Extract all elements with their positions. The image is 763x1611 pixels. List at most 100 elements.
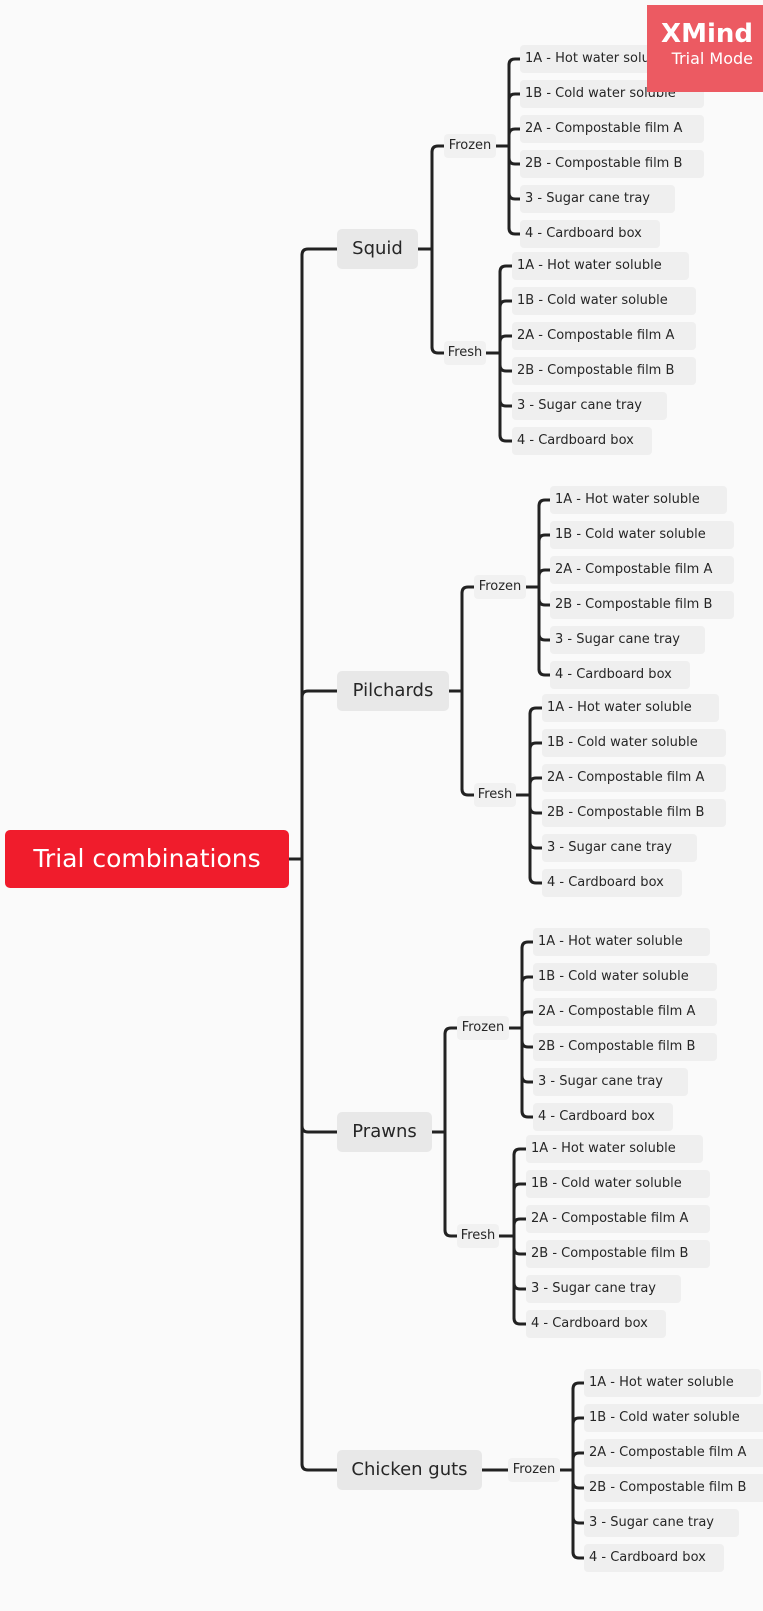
- connector-line: [498, 334, 514, 344]
- packaging-option[interactable]: 3 - Sugar cane tray: [533, 1068, 688, 1096]
- connector-line: [443, 1228, 459, 1238]
- packaging-option[interactable]: 3 - Sugar cane tray: [550, 626, 705, 654]
- packaging-option[interactable]: 4 - Cardboard box: [533, 1103, 673, 1131]
- connector-line: [537, 632, 552, 642]
- packaging-option-label: 2B - Compostable film B: [589, 1480, 747, 1495]
- packaging-option[interactable]: 4 - Cardboard box: [526, 1310, 666, 1338]
- connector-line: [300, 247, 339, 257]
- packaging-option[interactable]: 3 - Sugar cane tray: [526, 1275, 681, 1303]
- packaging-option[interactable]: 2A - Compostable film A: [512, 322, 696, 350]
- packaging-option[interactable]: 1A - Hot water soluble: [550, 486, 727, 514]
- packaging-option[interactable]: 1B - Cold water soluble: [533, 963, 717, 991]
- packaging-option[interactable]: 4 - Cardboard box: [542, 869, 682, 897]
- packaging-option-label: 2B - Compostable film B: [538, 1039, 696, 1054]
- packaging-option-label: 1A - Hot water soluble: [555, 492, 700, 507]
- packaging-option-label: 2A - Compostable film A: [531, 1211, 689, 1226]
- branch-topic[interactable]: Pilchards: [337, 671, 449, 711]
- packaging-option[interactable]: 3 - Sugar cane tray: [512, 392, 667, 420]
- root-topic[interactable]: Trial combinations: [5, 830, 289, 888]
- packaging-option[interactable]: 3 - Sugar cane tray: [520, 185, 675, 213]
- packaging-option[interactable]: 1A - Hot water soluble: [533, 928, 710, 956]
- connector-line: [507, 127, 522, 137]
- packaging-option[interactable]: 2A - Compostable film A: [584, 1439, 763, 1467]
- packaging-option[interactable]: 2A - Compostable film A: [520, 115, 704, 143]
- packaging-option[interactable]: 2A - Compostable film A: [542, 764, 726, 792]
- packaging-option[interactable]: 1A - Hot water soluble: [526, 1135, 703, 1163]
- packaging-option[interactable]: 2B - Compostable film B: [550, 591, 734, 619]
- subtopic-fresh-label: Fresh: [477, 787, 513, 802]
- connector-line: [528, 706, 544, 716]
- subtopic-fresh[interactable]: Fresh: [457, 1224, 499, 1248]
- packaging-option[interactable]: 4 - Cardboard box: [520, 220, 660, 248]
- branch-topic[interactable]: Squid: [337, 229, 418, 269]
- packaging-option-label: 1A - Hot water soluble: [538, 934, 683, 949]
- packaging-option[interactable]: 1B - Cold water soluble: [542, 729, 726, 757]
- connector-line: [498, 433, 514, 443]
- branch-topic[interactable]: Chicken guts: [337, 1450, 482, 1490]
- packaging-option[interactable]: 3 - Sugar cane tray: [542, 834, 697, 862]
- connector-line: [520, 1109, 535, 1119]
- subtopic-frozen[interactable]: Frozen: [508, 1458, 560, 1482]
- connector-line: [498, 398, 514, 408]
- packaging-option[interactable]: 2B - Compostable film B: [520, 150, 704, 178]
- connector-line: [528, 875, 544, 885]
- packaging-option-label: 1A - Hot water soluble: [589, 1375, 734, 1390]
- subtopic-fresh-label: Fresh: [460, 1228, 496, 1243]
- connector-line: [507, 92, 522, 102]
- subtopic-fresh[interactable]: Fresh: [444, 341, 486, 365]
- packaging-option[interactable]: 2B - Compostable film B: [542, 799, 726, 827]
- packaging-option-label: 2A - Compostable film A: [555, 562, 713, 577]
- packaging-option[interactable]: 1A - Hot water soluble: [512, 252, 689, 280]
- connector-line: [300, 1462, 339, 1472]
- packaging-option[interactable]: 4 - Cardboard box: [584, 1544, 724, 1572]
- subtopic-frozen[interactable]: Frozen: [457, 1016, 509, 1040]
- packaging-option[interactable]: 1A - Hot water soluble: [542, 694, 719, 722]
- subtopic-frozen-label: Frozen: [461, 1020, 505, 1035]
- connector-line: [300, 689, 339, 699]
- connector-line: [430, 345, 446, 355]
- connector-line: [512, 1281, 528, 1291]
- connector-line: [520, 1010, 535, 1020]
- subtopic-frozen[interactable]: Frozen: [444, 134, 496, 158]
- connector-line: [443, 1026, 459, 1036]
- packaging-option[interactable]: 2A - Compostable film A: [550, 556, 734, 584]
- packaging-option[interactable]: 2A - Compostable film A: [533, 998, 717, 1026]
- packaging-option-label: 3 - Sugar cane tray: [538, 1074, 663, 1089]
- connector-line: [571, 1550, 586, 1560]
- connector-line: [512, 1147, 528, 1157]
- packaging-option-label: 2A - Compostable film A: [525, 121, 683, 136]
- subtopic-frozen[interactable]: Frozen: [474, 575, 526, 599]
- subtopic-fresh[interactable]: Fresh: [474, 783, 516, 807]
- connector-line: [507, 57, 522, 67]
- packaging-option[interactable]: 1B - Cold water soluble: [526, 1170, 710, 1198]
- packaging-option-label: 3 - Sugar cane tray: [589, 1515, 714, 1530]
- connector-line: [537, 597, 552, 607]
- packaging-option[interactable]: 2B - Compostable film B: [533, 1033, 717, 1061]
- packaging-option[interactable]: 1B - Cold water soluble: [584, 1404, 763, 1432]
- packaging-option[interactable]: 4 - Cardboard box: [512, 427, 652, 455]
- packaging-option[interactable]: 1A - Hot water soluble: [584, 1369, 761, 1397]
- packaging-option[interactable]: 4 - Cardboard box: [550, 661, 690, 689]
- connector-line: [507, 191, 522, 201]
- connector-line: [537, 667, 552, 677]
- packaging-option[interactable]: 3 - Sugar cane tray: [584, 1509, 739, 1537]
- packaging-option-label: 2A - Compostable film A: [517, 328, 675, 343]
- branch-topic[interactable]: Prawns: [337, 1112, 432, 1152]
- packaging-option-label: 4 - Cardboard box: [531, 1316, 648, 1331]
- packaging-option-label: 1A - Hot water soluble: [517, 258, 662, 273]
- packaging-option-label: 3 - Sugar cane tray: [547, 840, 672, 855]
- packaging-option[interactable]: 2B - Compostable film B: [512, 357, 696, 385]
- packaging-option[interactable]: 2B - Compostable film B: [526, 1240, 710, 1268]
- subtopic-frozen-label: Frozen: [478, 579, 522, 594]
- packaging-option[interactable]: 1B - Cold water soluble: [512, 287, 696, 315]
- packaging-option-label: 1B - Cold water soluble: [538, 969, 689, 984]
- connector-line: [571, 1451, 586, 1461]
- packaging-option-label: 4 - Cardboard box: [589, 1550, 706, 1565]
- connector-line: [571, 1381, 586, 1391]
- packaging-option[interactable]: 2B - Compostable film B: [584, 1474, 763, 1502]
- branch-topic-label: Prawns: [352, 1121, 417, 1142]
- packaging-option-label: 3 - Sugar cane tray: [517, 398, 642, 413]
- packaging-option[interactable]: 2A - Compostable film A: [526, 1205, 710, 1233]
- packaging-option[interactable]: 1B - Cold water soluble: [550, 521, 734, 549]
